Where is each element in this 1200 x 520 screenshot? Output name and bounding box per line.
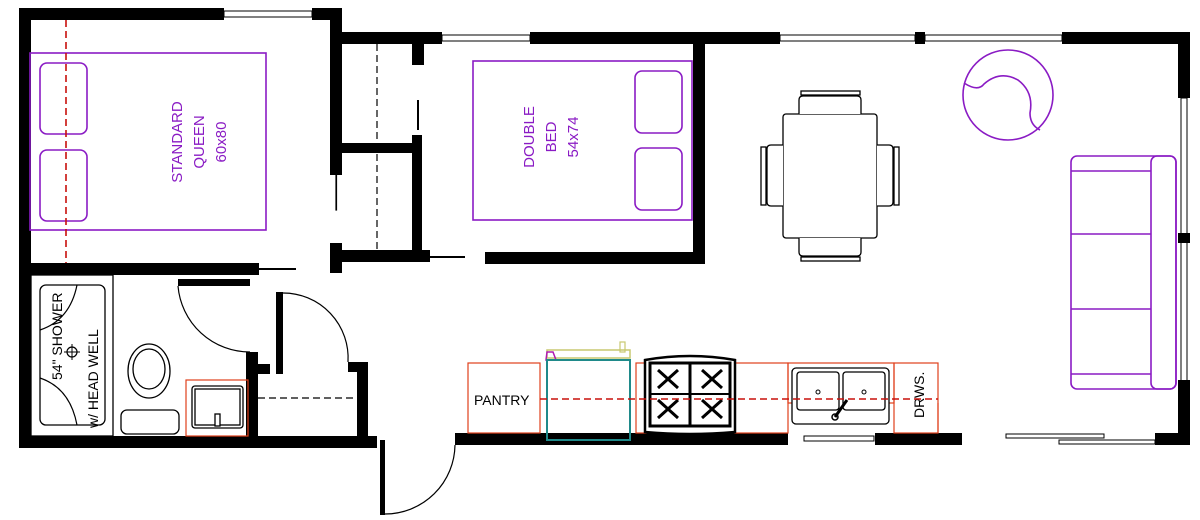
queen-bed-label-1: STANDARD [169, 101, 186, 183]
kitchen-sink[interactable] [791, 367, 890, 425]
exterior-walls [19, 8, 1190, 448]
entry-door-swing [384, 444, 456, 515]
shower-label-1: 54" SHOWER [49, 293, 65, 380]
drawers-label: DRWS. [911, 372, 927, 418]
entry-door[interactable] [380, 440, 385, 515]
queen-bed-label-2: QUEEN [191, 115, 208, 168]
interior-walls [19, 32, 705, 444]
queen-bed-label-3: 60x80 [213, 122, 230, 163]
doors [177, 285, 456, 515]
double-bed-label-3: 54x74 [565, 117, 582, 158]
sofa[interactable] [1070, 155, 1177, 390]
double-bed-label-2: BED [543, 121, 560, 152]
queen-bed[interactable]: STANDARD QUEEN 60x80 [29, 52, 267, 231]
double-bed[interactable]: DOUBLE BED 54x74 [472, 60, 693, 221]
pantry-label: PANTRY [474, 392, 530, 408]
bathroom-sink[interactable] [185, 379, 249, 437]
dining-table[interactable] [760, 90, 900, 262]
stove[interactable] [643, 354, 737, 436]
refrigerator[interactable] [545, 341, 631, 441]
bathroom-door-swing[interactable] [177, 285, 251, 353]
shower-label-2: w/ HEAD WELL [85, 329, 101, 429]
shower[interactable]: 54" SHOWER w/ HEAD WELL [30, 274, 114, 437]
round-chair[interactable] [962, 49, 1054, 141]
double-bed-label-1: DOUBLE [521, 106, 538, 168]
toilet[interactable] [120, 343, 180, 435]
closet-door-swing[interactable] [282, 292, 349, 363]
